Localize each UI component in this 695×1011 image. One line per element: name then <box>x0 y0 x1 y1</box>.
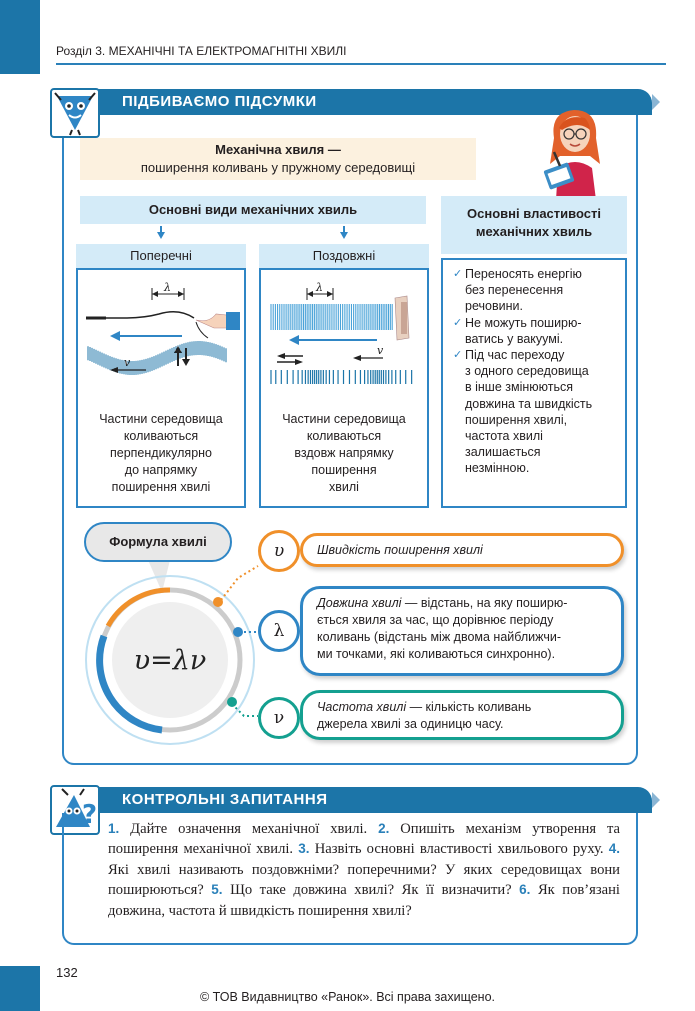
page-edge-bar-top <box>0 0 40 74</box>
transverse-wave-diagram: λ v <box>86 281 240 375</box>
formula-diagram: υ=λν <box>85 560 259 745</box>
frequency-term: Частота хвилі <box>317 700 407 714</box>
transverse-description: Частини середовища коливаються перпендик… <box>99 412 223 494</box>
properties-header: Основні властивості механічних хвиль <box>441 196 627 254</box>
arrow-down-icon <box>340 232 348 239</box>
longitudinal-lambda-label: λ <box>315 281 323 294</box>
definition-title: Механічна хвиля — <box>215 142 341 157</box>
question-number: 1. <box>108 821 120 836</box>
frequency-symbol: ν <box>258 697 300 739</box>
header-divider <box>56 63 666 65</box>
definition-text: поширення коливань у пружному середовищі <box>140 160 416 175</box>
transverse-label: Поперечні <box>76 244 246 268</box>
wave-formula: υ=λν <box>134 645 207 676</box>
longitudinal-velocity-label: v <box>377 344 384 357</box>
bar-tip-icon <box>652 94 660 110</box>
transverse-wave-box: λ v Частини середовища коливаються перпе… <box>76 268 246 508</box>
transverse-lambda-label: λ <box>163 281 171 294</box>
properties-box: ✓ Переносять енергію без перенесення реч… <box>441 258 627 508</box>
velocity-symbol: υ <box>258 530 300 572</box>
questions-section-title: КОНТРОЛЬНІ ЗАПИТАННЯ <box>62 787 652 813</box>
teacher-illustration-icon <box>540 104 610 200</box>
question-text: Дайте означення механічної хвилі. <box>119 821 379 837</box>
question-number: 4. <box>608 841 620 857</box>
questions-box: 1. Дайте означення механічної хвилі. 2. … <box>62 813 638 945</box>
list-item: ✓ Під час переходу з одного середовища в… <box>453 348 593 476</box>
question-number: 6. <box>519 882 531 898</box>
summary-badge-icon <box>50 88 100 138</box>
check-icon: ✓ <box>453 349 463 362</box>
question-text: Які хвилі називають поздовжніми? попереч… <box>108 861 620 899</box>
transverse-wave-stripes <box>87 341 227 375</box>
definition-box: Механічна хвиля — поширення коливань у п… <box>80 138 476 180</box>
svg-text:?: ? <box>82 800 97 830</box>
page-number: 132 <box>56 965 78 980</box>
list-item: ✓ Не можуть поширю- ватись у вакуумі. <box>453 315 582 346</box>
longitudinal-description: Частини середовища коливаються вздовж на… <box>282 412 406 494</box>
properties-list: ✓ Переносять енергію без перенесення реч… <box>443 260 625 477</box>
question-text: Що таке довжина хвилі? Як її визначити? <box>222 882 520 899</box>
longitudinal-wave-box: λ v Частини середовища коливаються вздов… <box>259 268 429 508</box>
wave-types-header: Основні види механічних хвиль <box>80 196 426 224</box>
check-icon: ✓ <box>453 316 463 329</box>
question-text: Назвіть основні властивості хвильового р… <box>309 841 609 858</box>
page-edge-bar-bottom <box>0 966 40 1011</box>
spring-coils <box>270 304 393 330</box>
question-text: Опишіть механізм утворення та поширення … <box>108 821 620 858</box>
copyright-notice: © ТОВ Видавництво «Ранок». Всі права зах… <box>199 990 495 1004</box>
arrow-down-icon <box>157 232 165 239</box>
arrow-stem-left <box>160 226 162 232</box>
check-icon: ✓ <box>453 268 463 280</box>
list-item: ✓ Переносять енергію без перенесення реч… <box>453 267 582 314</box>
question-number: 5. <box>211 882 223 898</box>
wavelength-term: Довжина хвилі <box>317 596 402 610</box>
question-text: Як пов’язані довжина, частота й швидкіст… <box>108 882 620 919</box>
longitudinal-label: Поздовжні <box>259 244 429 268</box>
longitudinal-wave-stripes <box>270 370 413 384</box>
question-number: 3. <box>298 841 310 857</box>
summary-section-title: ПІДБИВАЄМО ПІДСУМКИ <box>62 89 652 115</box>
frequency-definition: Частота хвилі — кількість коливань джере… <box>300 690 624 740</box>
arrow-stem-right <box>343 226 345 232</box>
bar-tip-icon <box>652 792 660 808</box>
wavelength-symbol: λ <box>258 610 300 652</box>
longitudinal-wave-diagram: λ v <box>270 281 413 384</box>
chapter-header: Розділ 3. МЕХАНІЧНІ ТА ЕЛЕКТРОМАГНІТНІ Х… <box>56 44 347 58</box>
formula-tag: Формула хвилі <box>84 522 232 562</box>
velocity-definition: Швидкість поширення хвилі <box>300 533 624 567</box>
question-number: 2. <box>378 821 390 836</box>
wavelength-definition: Довжина хвилі — відстань, на яку поширю-… <box>300 586 624 676</box>
questions-badge-icon: ? <box>50 785 100 835</box>
transverse-velocity-label: v <box>124 356 131 369</box>
